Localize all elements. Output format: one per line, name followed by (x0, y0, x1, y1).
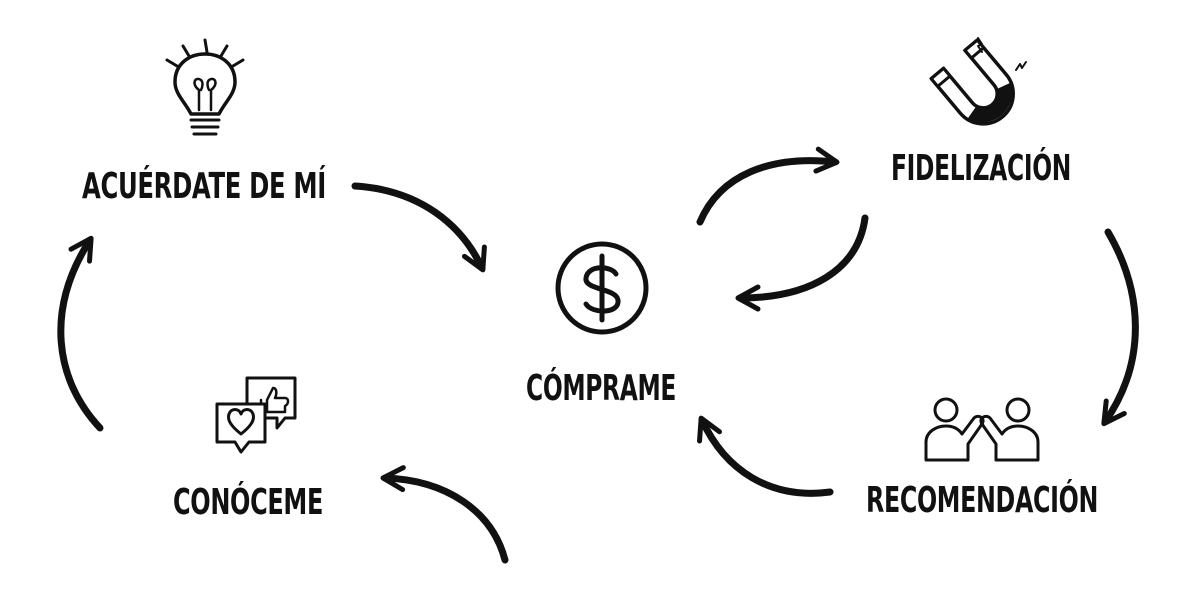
arrow-loyalty-to-buy (735, 214, 869, 312)
arrow-loyalty-to-recommend (1101, 228, 1139, 427)
stage-label-know: CONÓCEME (173, 481, 323, 523)
stage-label-recommend: RECOMENDACIÓN (866, 479, 1098, 521)
arrow-know-to-remember (57, 235, 104, 432)
stage-label-buy: CÓMPRAME (526, 367, 676, 409)
dollar-coin-icon (555, 241, 649, 335)
stage-label-remember: ACUÉRDATE DE MÍ (82, 165, 326, 207)
arrow-buy-to-loyalty (696, 146, 840, 226)
social-reactions-icon (215, 376, 297, 454)
magnet-icon (929, 37, 1027, 126)
lightbulb-icon (165, 38, 245, 136)
arrow-remember-to-buy (351, 182, 487, 273)
people-chatting-icon (924, 397, 1040, 462)
arrow-buy-to-know (380, 465, 509, 564)
stage-label-loyalty: FIDELIZACIÓN (891, 147, 1071, 189)
arrow-recommend-to-buy (697, 415, 834, 497)
